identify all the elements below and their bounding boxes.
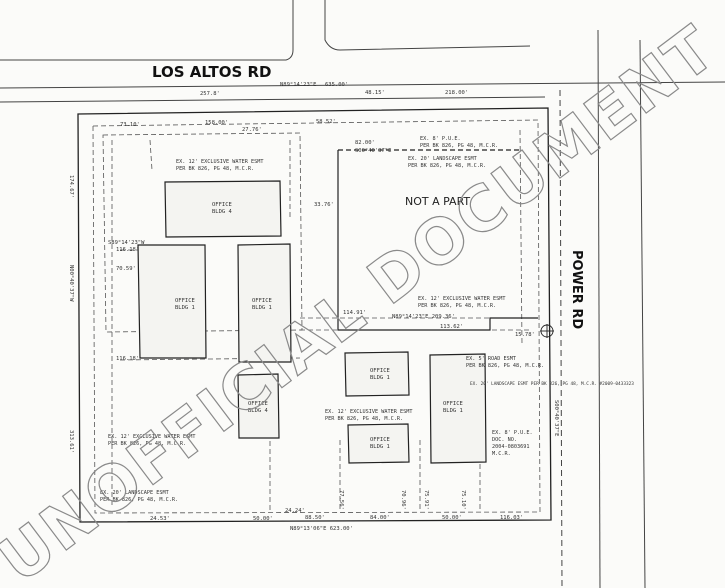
office-bldg-4-small: [237, 373, 280, 439]
esmt-pue-right-num: 2004-0803691: [492, 444, 529, 450]
office-bldg-mid: [237, 243, 292, 363]
dim-82: 82.00': [355, 140, 375, 146]
bldg-label-7b: BLDG 1: [443, 408, 463, 414]
dim-left-a: 174.67': [68, 175, 74, 198]
esmt-water-left: EX. 12' EXCLUSIVE WATER ESMT: [108, 434, 195, 440]
dim-top-a: 257.8': [200, 91, 220, 97]
not-a-part-label: NOT A PART: [405, 195, 470, 208]
easement-labels: EX. 8' P.U.E. PER BK 826, PG 48, M.C.R. …: [100, 136, 634, 503]
dim-top-bearing: N89°14'23"E: [280, 82, 316, 88]
bldg-label-1b: BLDG 4: [212, 209, 233, 215]
bldg-label-1a: OFFICE: [212, 202, 232, 208]
dim-top-c: 48.15': [365, 90, 385, 96]
dim-116b: 116.18': [116, 356, 139, 362]
esmt-water-mid: EX. 12' EXCLUSIVE WATER ESMT: [418, 296, 505, 302]
bldg-label-5b: BLDG 1: [370, 375, 390, 381]
dim-70b: 70.96': [400, 490, 406, 510]
dim-bottom-a: 50.00': [253, 516, 273, 522]
dim-bottom-f: 24.53': [150, 516, 170, 522]
esmt-landscape-bottom: EX. 20' LANDSCAPE ESMT: [100, 490, 169, 496]
bldg-label-6a: OFFICE: [370, 437, 390, 443]
dim-75: 75.91': [423, 490, 429, 510]
esmt-road: EX. 5' ROAD ESMT: [466, 356, 516, 362]
bldg-label-4a: OFFICE: [248, 401, 268, 407]
dim-70: 70.59': [116, 266, 136, 272]
esmt-pue-right: EX. 8' P.U.E.: [492, 430, 533, 436]
bldg-label-7a: OFFICE: [443, 401, 463, 407]
dim-top-total: 635.00': [325, 82, 348, 88]
bldg-label-4b: BLDG 4: [248, 408, 269, 414]
dim-116a: 116.18': [116, 247, 139, 253]
esmt-water-mid-ref: PER BK 826, PG 48, M.C.R.: [418, 303, 496, 309]
esmt-landscape-bottom-ref: PER BK 826, PG 48, M.C.R.: [100, 497, 178, 503]
dim-right-side: S00°40'37"E: [553, 400, 559, 436]
esmt-pue-right-doc: DOC. NO.: [492, 437, 517, 443]
road-name-power: POWER RD: [569, 250, 584, 329]
building-labels: OFFICE BLDG 4 OFFICE BLDG 1 OFFICE BLDG …: [175, 202, 463, 450]
esmt-road-ref: PER BK 826, PG 48, M.C.R.: [466, 363, 544, 369]
dim-bottom-d: 116.03': [500, 515, 523, 521]
office-bldg-4-top: [164, 180, 282, 238]
esmt-water-left-ref: PER BK 826, PG 48, M.C.R.: [108, 441, 186, 447]
dim-27: 27.76': [242, 127, 262, 133]
dim-bottom-e: 88.50': [305, 515, 325, 521]
dim-24: 24.24': [285, 508, 305, 514]
esmt-water-center: EX. 12' EXCLUSIVE WATER ESMT: [325, 409, 412, 415]
esmt-landscape-right: EX. 20' LANDSCAPE ESMT PER BK 826, PG 48…: [470, 381, 634, 387]
esmt-water-top-ref: PER BK 826, PG 48, M.C.R.: [176, 166, 254, 172]
dim-58: 58.52': [316, 119, 336, 125]
dim-top-b: 218.00': [445, 90, 468, 96]
office-bldg-center-lower: [347, 423, 410, 464]
bldg-label-3b: BLDG 1: [252, 305, 272, 311]
dim-15: 15.78': [515, 332, 535, 338]
esmt-pue-top-ref: PER BK 826, PG 48, M.C.R.: [420, 143, 498, 149]
not-a-part-boundary: [337, 149, 538, 331]
office-bldg-center-upper: [344, 351, 410, 397]
esmt-landscape-top: EX. 20' LANDSCAPE ESMT: [408, 156, 477, 162]
office-bldg-left: [137, 244, 207, 359]
dim-bearing-s: S89°14'23"W: [108, 240, 145, 246]
dim-left-b: 313.61': [68, 430, 74, 453]
bldg-label-5a: OFFICE: [370, 368, 390, 374]
survey-marker-icon: [540, 324, 554, 338]
dim-114: 114.91': [343, 310, 366, 316]
esmt-pue-right-ref: M.C.R.: [492, 451, 511, 457]
road-name-los-altos: LOS ALTOS RD: [152, 63, 272, 81]
parcel-boundary: [77, 107, 552, 523]
dim-158: 158.00': [205, 120, 228, 126]
bldg-label-3a: OFFICE: [252, 298, 272, 304]
bldg-label-2b: BLDG 1: [175, 305, 195, 311]
dim-33: 33.76': [314, 202, 334, 208]
dim-bottom-c: 50.00': [442, 515, 462, 521]
dim-77: 77.56': [338, 490, 344, 510]
esmt-landscape-top-ref: PER BK 826, PG 48, M.C.R.: [408, 163, 486, 169]
dim-bottom-b: 84.00': [370, 515, 390, 521]
esmt-water-top: EX. 12' EXCLUSIVE WATER ESMT: [176, 159, 263, 165]
dim-75b: 75.10': [460, 490, 466, 510]
esmt-pue-top: EX. 8' P.U.E.: [420, 136, 461, 142]
esmt-water-center-ref: PER BK 826, PG 48, M.C.R.: [325, 416, 403, 422]
dim-inner-bearing: N89°14'23"E 209.36': [392, 314, 455, 320]
dim-bottom-total: N89°13'06"E 623.00': [290, 526, 353, 532]
unofficial-document-watermark: UNOFFICIAL DOCUMENT: [0, 11, 725, 588]
office-bldg-right: [429, 353, 487, 464]
dimension-labels: N89°14'23"E 635.00' 257.8' 218.00' 48.15…: [68, 82, 559, 532]
bldg-label-2a: OFFICE: [175, 298, 195, 304]
buildings: [137, 180, 487, 464]
dim-73: 73.10': [120, 122, 140, 128]
dim-113: 113.62': [440, 324, 463, 330]
dim-left-c: N00°40'37"W: [68, 265, 74, 302]
dim-bearing-e: S00°40'37"E: [355, 148, 391, 154]
bldg-label-6b: BLDG 1: [370, 444, 390, 450]
